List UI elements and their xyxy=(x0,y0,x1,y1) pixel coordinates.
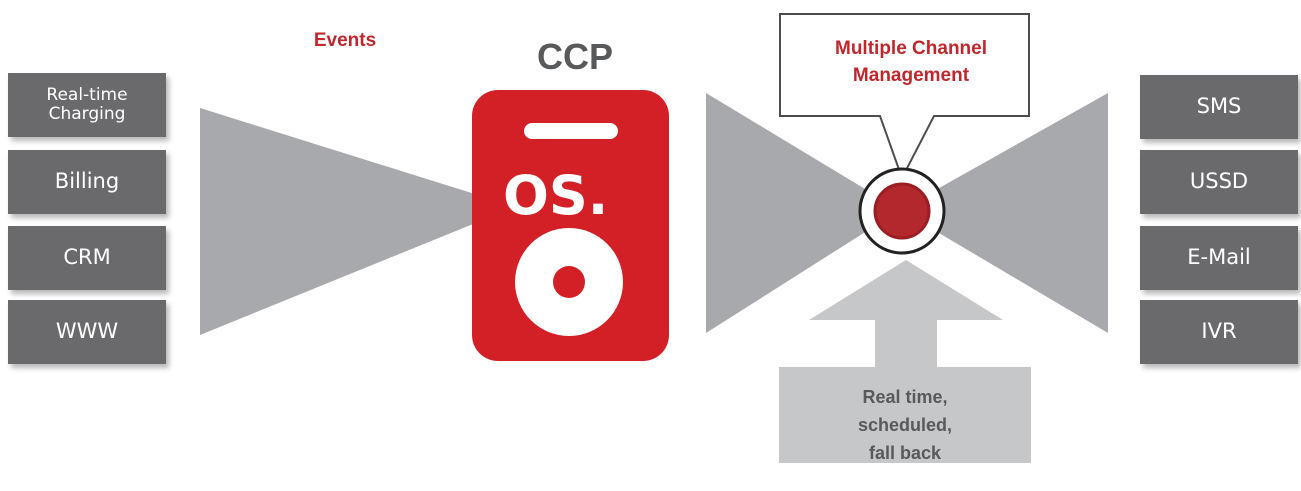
channel-management-label: Multiple Channel Management xyxy=(788,36,1034,89)
schedule-arrow xyxy=(779,260,1031,463)
channel-box-sms: SMS xyxy=(1140,75,1298,139)
ccp-title: CCP xyxy=(536,36,613,77)
source-box-label: Billing xyxy=(54,169,120,194)
ccp-device-icon: OS. xyxy=(472,90,669,361)
source-box-label: CRM xyxy=(63,245,111,270)
channel-box-email: E-Mail xyxy=(1140,226,1298,290)
source-box-label-line-1: Real-time xyxy=(46,85,128,106)
channel-box-label: USSD xyxy=(1189,169,1249,194)
schedule-line-2: scheduled, xyxy=(857,414,953,435)
schedule-label: Real time, scheduled, fall back xyxy=(780,384,1030,468)
left-funnel xyxy=(200,108,478,335)
device-slot-bar xyxy=(524,123,618,139)
schedule-line-3: fall back xyxy=(868,442,942,463)
device-disc-center xyxy=(553,266,585,298)
channel-box-ivr: IVR xyxy=(1140,300,1298,364)
hub-inner-circle xyxy=(873,182,931,240)
schedule-line-1: Real time, xyxy=(862,387,948,407)
device-os-text: OS. xyxy=(503,164,608,227)
channel-management-line-1: Multiple Channel xyxy=(835,38,987,59)
channel-box-ussd: USSD xyxy=(1140,150,1298,214)
right-funnel-left-wing xyxy=(706,93,900,333)
channel-box-label: IVR xyxy=(1201,319,1237,344)
source-box-crm: CRM xyxy=(8,226,166,290)
channel-management-line-2: Management xyxy=(852,64,970,86)
callout-box xyxy=(779,13,1030,181)
channel-box-label: E-Mail xyxy=(1187,245,1251,270)
channel-box-label: SMS xyxy=(1196,94,1242,119)
source-box-label: WWW xyxy=(55,319,119,344)
events-label: Events xyxy=(313,30,377,51)
source-box-www: WWW xyxy=(8,300,166,364)
source-box-label-line-2: Charging xyxy=(48,104,126,124)
right-funnel-right-wing xyxy=(900,93,1108,333)
source-box-billing: Billing xyxy=(8,150,166,214)
source-box-realtime-charging: Real-time Charging xyxy=(8,73,166,137)
